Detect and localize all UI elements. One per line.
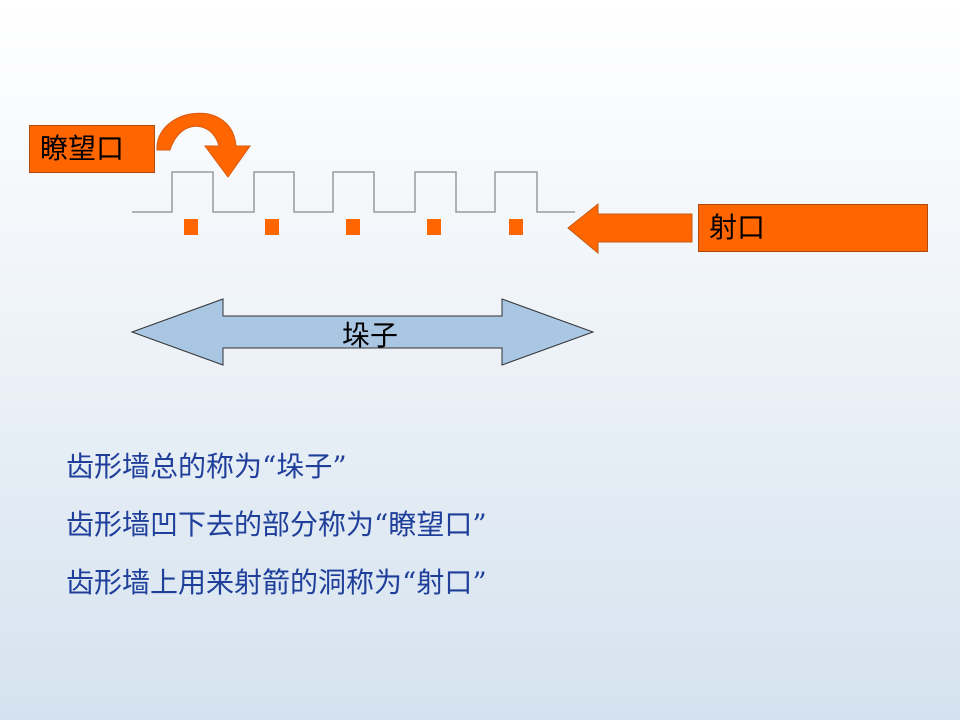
note-line: 齿形墙上用来射箭的洞称为“射口” <box>66 566 487 599</box>
shooting-hole-square <box>184 219 198 235</box>
lookout-label: 瞭望口 <box>40 132 125 165</box>
left-arrow-icon <box>567 202 693 255</box>
merlon-label: 垛子 <box>341 319 398 352</box>
shooting-hole-label: 射口 <box>709 211 766 244</box>
note-line: 齿形墙凹下去的部分称为“瞭望口” <box>66 508 487 541</box>
shooting-hole-square <box>346 219 360 235</box>
note-line: 齿形墙总的称为“垛子” <box>66 450 347 483</box>
lookout-label-box: 瞭望口 <box>29 125 155 173</box>
shooting-hole-square <box>509 219 523 235</box>
shooting-hole-square <box>265 219 279 235</box>
crenellated-wall-outline <box>132 171 575 213</box>
shooting-hole-label-box: 射口 <box>698 204 928 252</box>
curved-arrow-icon <box>156 112 251 178</box>
double-arrow-icon <box>130 298 595 366</box>
notes-list: 齿形墙总的称为“垛子” 齿形墙凹下去的部分称为“瞭望口” 齿形墙上用来射箭的洞称… <box>66 438 487 612</box>
shooting-hole-square <box>427 219 441 235</box>
